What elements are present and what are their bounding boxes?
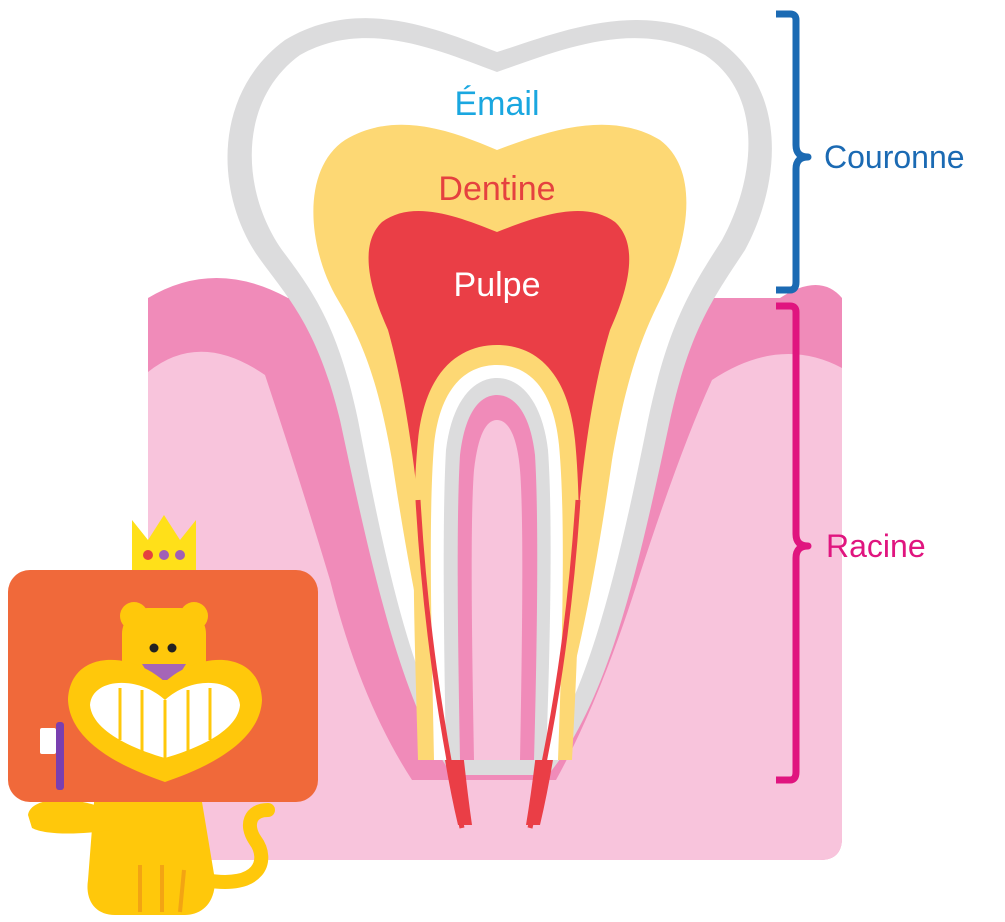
label-email: Émail bbox=[454, 85, 539, 123]
toothbrush-handle bbox=[56, 722, 64, 790]
couronne-bracket bbox=[776, 14, 808, 290]
root-gum-core bbox=[472, 420, 523, 760]
label-pulpe: Pulpe bbox=[454, 266, 541, 304]
label-dentine: Dentine bbox=[438, 170, 555, 208]
label-racine: Racine bbox=[826, 528, 926, 564]
crown-gem-purple-2 bbox=[175, 550, 185, 560]
toothbrush-head bbox=[40, 728, 56, 754]
label-couronne: Couronne bbox=[824, 139, 965, 175]
mascot-eye-left bbox=[150, 644, 159, 653]
crown-gem-red bbox=[143, 550, 153, 560]
mascot-eye-right bbox=[168, 644, 177, 653]
mascot-body bbox=[87, 790, 215, 915]
crown-gem-purple bbox=[159, 550, 169, 560]
